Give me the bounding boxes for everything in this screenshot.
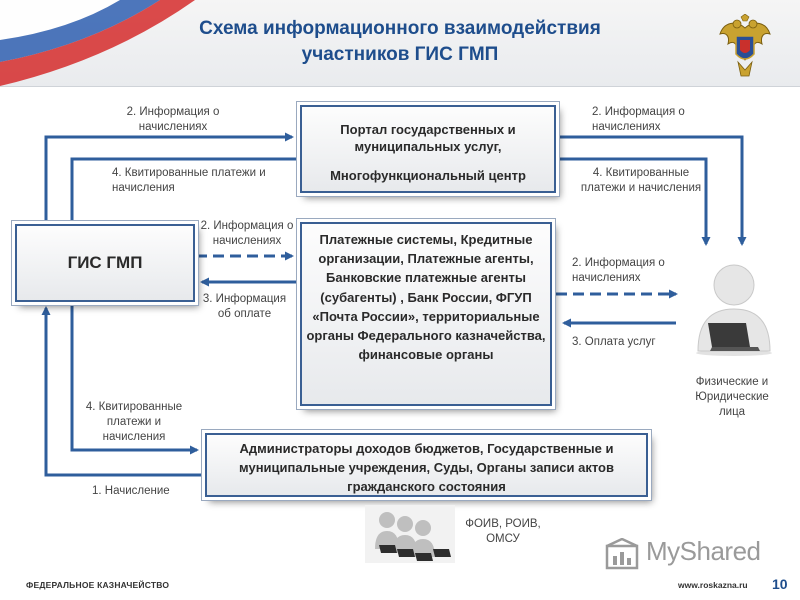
- label-info-payment: 3. Информация об оплате: [202, 293, 287, 320]
- label-receipted-left-bottom: 4. Квитированные платежи и начисления: [85, 401, 183, 443]
- label-receipted-right: 4. Квитированные платежи и начисления: [580, 167, 702, 194]
- myshared-logo-icon: [605, 538, 639, 570]
- label-accrual: 1. Начисление: [92, 485, 170, 497]
- page-title-line-1: Схема информационного взаимодействия: [199, 18, 601, 39]
- label-info-accruals-top-left: 2. Информация о начислениях: [126, 106, 220, 133]
- page-number: 10: [772, 576, 788, 592]
- label-receipted-left-top: 4. Квитированные платежи и начисления: [112, 167, 266, 194]
- header-band: [0, 0, 800, 87]
- payment-systems-box: Платежные системы, Кредитные организации…: [300, 222, 552, 406]
- gis-gmp-box: ГИС ГМП: [15, 224, 195, 302]
- gis-gmp-label: ГИС ГМП: [67, 253, 143, 272]
- person-with-laptop-icon: [688, 255, 780, 357]
- russian-flag-ribbon: [0, 0, 195, 86]
- arrow-portal-receipted-to-gis: [70, 157, 296, 222]
- footer: [0, 572, 800, 600]
- arrow-portal-to-individuals-receipted: [556, 157, 711, 246]
- arrow-gis-to-portal-accruals: [44, 132, 294, 222]
- portal-line-2: Многофункциональный центр: [330, 168, 526, 183]
- arrow-admin-to-gis-accrual: [41, 306, 202, 477]
- footer-url: www.roskazna.ru: [678, 580, 748, 590]
- label-info-accruals-mid: 2. Информация о начислениях: [200, 220, 294, 247]
- myshared-watermark: MyShared: [646, 536, 761, 566]
- footer-organization: ФЕДЕРАЛЬНОЕ КАЗНАЧЕЙСТВО: [26, 580, 170, 590]
- payment-systems-text: Платежные системы, Кредитные организации…: [306, 232, 546, 363]
- label-individuals: Физические и Юридические лица: [695, 376, 769, 418]
- label-payment-services: 3. Оплата услуг: [572, 336, 656, 348]
- administrators-box: Администраторы доходов бюджетов, Государ…: [205, 433, 648, 497]
- emblem-icon: [719, 14, 771, 77]
- administrators-text: Администраторы доходов бюджетов, Государ…: [239, 441, 614, 494]
- group-with-headsets-icon: [365, 505, 455, 563]
- portal-line-1: Портал государственных и муниципальных у…: [340, 122, 516, 154]
- label-info-accruals-right-mid: 2. Информация о начислениях: [572, 257, 665, 284]
- portal-box: Портал государственных и муниципальных у…: [300, 105, 556, 193]
- arrow-portal-to-individuals-accruals: [556, 135, 747, 246]
- label-foiv: ФОИВ, РОИВ, ОМСУ: [465, 518, 541, 545]
- page-title-line-2: участников ГИС ГМП: [301, 44, 499, 65]
- label-info-accruals-top-right: 2. Информация о начислениях: [592, 106, 685, 133]
- arrow-gis-to-admin-receipted: [70, 300, 199, 455]
